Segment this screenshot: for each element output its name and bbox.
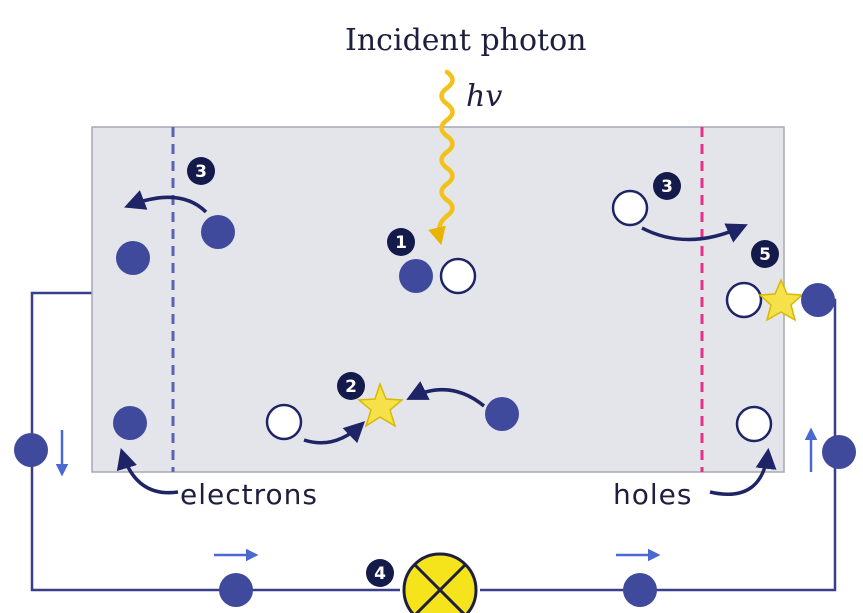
electron-separation-arrow bbox=[124, 190, 208, 214]
circuit-electron-bottom-right bbox=[623, 573, 657, 607]
hole-separation-arrow bbox=[641, 223, 748, 243]
svg-text:3: 3 bbox=[195, 162, 207, 182]
hole-to-recombination-arrow bbox=[303, 421, 366, 445]
svg-text:2: 2 bbox=[345, 377, 357, 397]
svg-text:4: 4 bbox=[374, 564, 386, 584]
collected-electron-bottom bbox=[113, 406, 147, 440]
holes-label: holes bbox=[613, 478, 692, 511]
collected-electron-top bbox=[116, 241, 150, 275]
electron-exit-arrow bbox=[116, 447, 179, 495]
electrons-label: electrons bbox=[180, 478, 318, 511]
step-2-badge: 2 bbox=[337, 372, 365, 400]
photon-energy-label: hv bbox=[466, 79, 502, 114]
step-3-badge-right: 3 bbox=[653, 172, 681, 200]
collected-hole-bottom bbox=[735, 405, 773, 443]
circuit-electron-right bbox=[822, 435, 856, 469]
generated-electron bbox=[399, 259, 433, 293]
recombining-hole bbox=[265, 403, 303, 441]
diagram-title: Incident photon bbox=[345, 23, 586, 58]
separating-electron bbox=[201, 215, 235, 249]
contact-electron bbox=[801, 283, 835, 317]
svg-text:1: 1 bbox=[395, 233, 407, 253]
step-4-badge: 4 bbox=[366, 559, 394, 587]
svg-text:5: 5 bbox=[759, 245, 771, 265]
electron-to-recombination-arrow bbox=[406, 381, 486, 408]
circuit-electron-bottom-left bbox=[219, 573, 253, 607]
circuit-electron-left bbox=[14, 433, 48, 467]
recombining-electron bbox=[485, 397, 519, 431]
contact-hole bbox=[725, 281, 763, 319]
svg-text:3: 3 bbox=[661, 177, 673, 197]
generated-hole bbox=[439, 257, 477, 295]
step-1-badge: 1 bbox=[387, 228, 415, 256]
photon-wave bbox=[428, 69, 455, 246]
step-5-badge: 5 bbox=[751, 240, 779, 268]
recombination-star bbox=[357, 381, 404, 428]
contact-recombination-star bbox=[758, 278, 804, 322]
separating-hole bbox=[611, 189, 649, 227]
hole-exit-arrow bbox=[709, 447, 777, 496]
lamp-icon bbox=[402, 552, 478, 613]
step-3-badge-left: 3 bbox=[187, 157, 215, 185]
